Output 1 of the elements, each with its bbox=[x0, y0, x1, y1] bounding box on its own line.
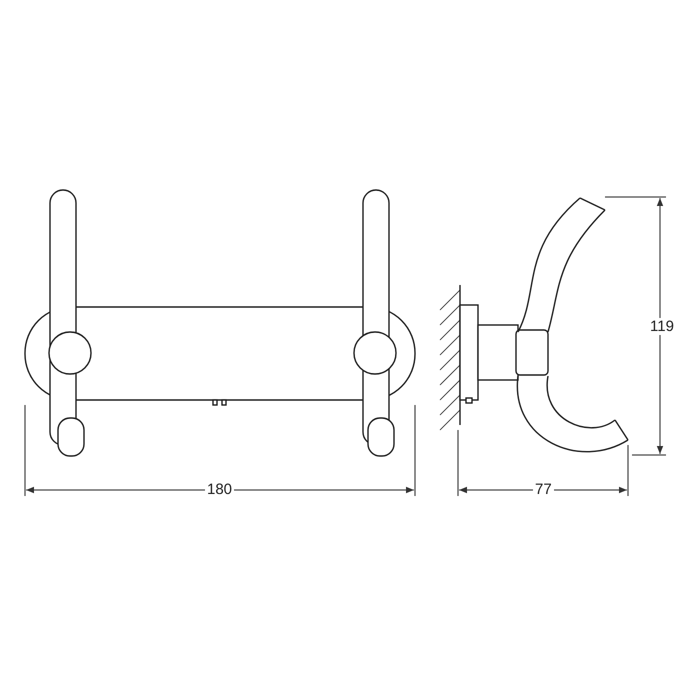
dimension-label: 119 bbox=[648, 318, 676, 335]
